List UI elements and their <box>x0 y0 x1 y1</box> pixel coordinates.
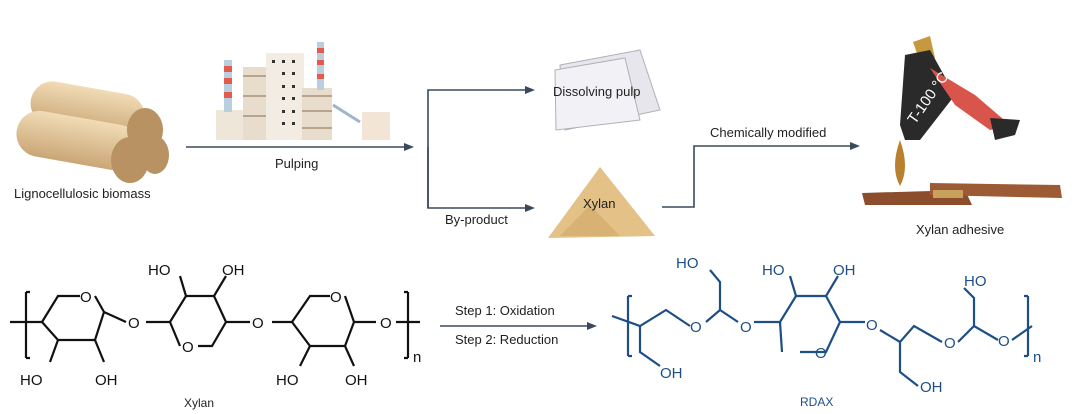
svg-text:n: n <box>413 349 421 366</box>
svg-text:OH: OH <box>95 372 118 389</box>
svg-text:O: O <box>944 335 956 352</box>
svg-text:O: O <box>128 315 140 332</box>
svg-text:HO: HO <box>676 255 699 272</box>
step2-label: Step 2: Reduction <box>455 332 559 347</box>
glue-gun-icon: T-100 °C <box>900 36 1020 140</box>
svg-text:O: O <box>380 315 392 332</box>
adhesive-drop-icon <box>895 140 905 186</box>
xylan-adhesive-label: Xylan adhesive <box>916 222 1005 237</box>
svg-text:OH: OH <box>345 372 368 389</box>
pulp-mill-icon <box>216 42 390 140</box>
svg-text:OH: OH <box>660 365 683 382</box>
svg-text:O: O <box>866 317 878 334</box>
svg-text:OH: OH <box>920 379 943 396</box>
rdax-structure-name: RDAX <box>800 395 834 409</box>
wood-strips-icon <box>862 183 1062 205</box>
chemically-modified-label: Chemically modified <box>710 125 827 140</box>
dissolving-pulp-label: Dissolving pulp <box>553 84 641 99</box>
xylan-powder-label: Xylan <box>583 196 616 211</box>
xylan-structure-name: Xylan <box>184 396 215 410</box>
svg-text:OH: OH <box>833 262 856 279</box>
svg-text:HO: HO <box>148 262 171 279</box>
svg-text:HO: HO <box>762 262 785 279</box>
svg-text:O: O <box>690 319 702 336</box>
svg-text:O: O <box>815 345 827 362</box>
svg-text:HO: HO <box>276 372 299 389</box>
xylan-atom-labels: O O HO OH HO OH O O O O HO OH n <box>20 262 421 389</box>
svg-text:O: O <box>998 333 1010 350</box>
wood-logs-icon <box>16 81 169 183</box>
step1-label: Step 1: Oxidation <box>455 303 555 318</box>
svg-text:O: O <box>80 289 92 306</box>
xylan-structure <box>10 275 420 367</box>
byproduct-label: By-product <box>445 212 508 227</box>
flow-arrows <box>186 89 855 327</box>
svg-text:HO: HO <box>964 273 987 290</box>
rdax-atom-labels: HO O O OH HO OH O O O OH O HO n <box>660 255 1041 396</box>
biomass-label: Lignocellulosic biomass <box>14 186 151 201</box>
svg-text:O: O <box>252 315 264 332</box>
svg-text:O: O <box>740 319 752 336</box>
svg-text:HO: HO <box>20 372 43 389</box>
svg-text:n: n <box>1033 349 1041 366</box>
rdax-structure <box>611 269 1033 387</box>
arrowheads <box>404 86 860 330</box>
pulping-label: Pulping <box>275 156 319 171</box>
xylan-powder-icon <box>548 167 655 238</box>
svg-text:OH: OH <box>222 262 245 279</box>
svg-text:O: O <box>182 339 194 356</box>
dissolving-pulp-sheets-icon <box>554 49 661 131</box>
svg-text:O: O <box>330 289 342 306</box>
